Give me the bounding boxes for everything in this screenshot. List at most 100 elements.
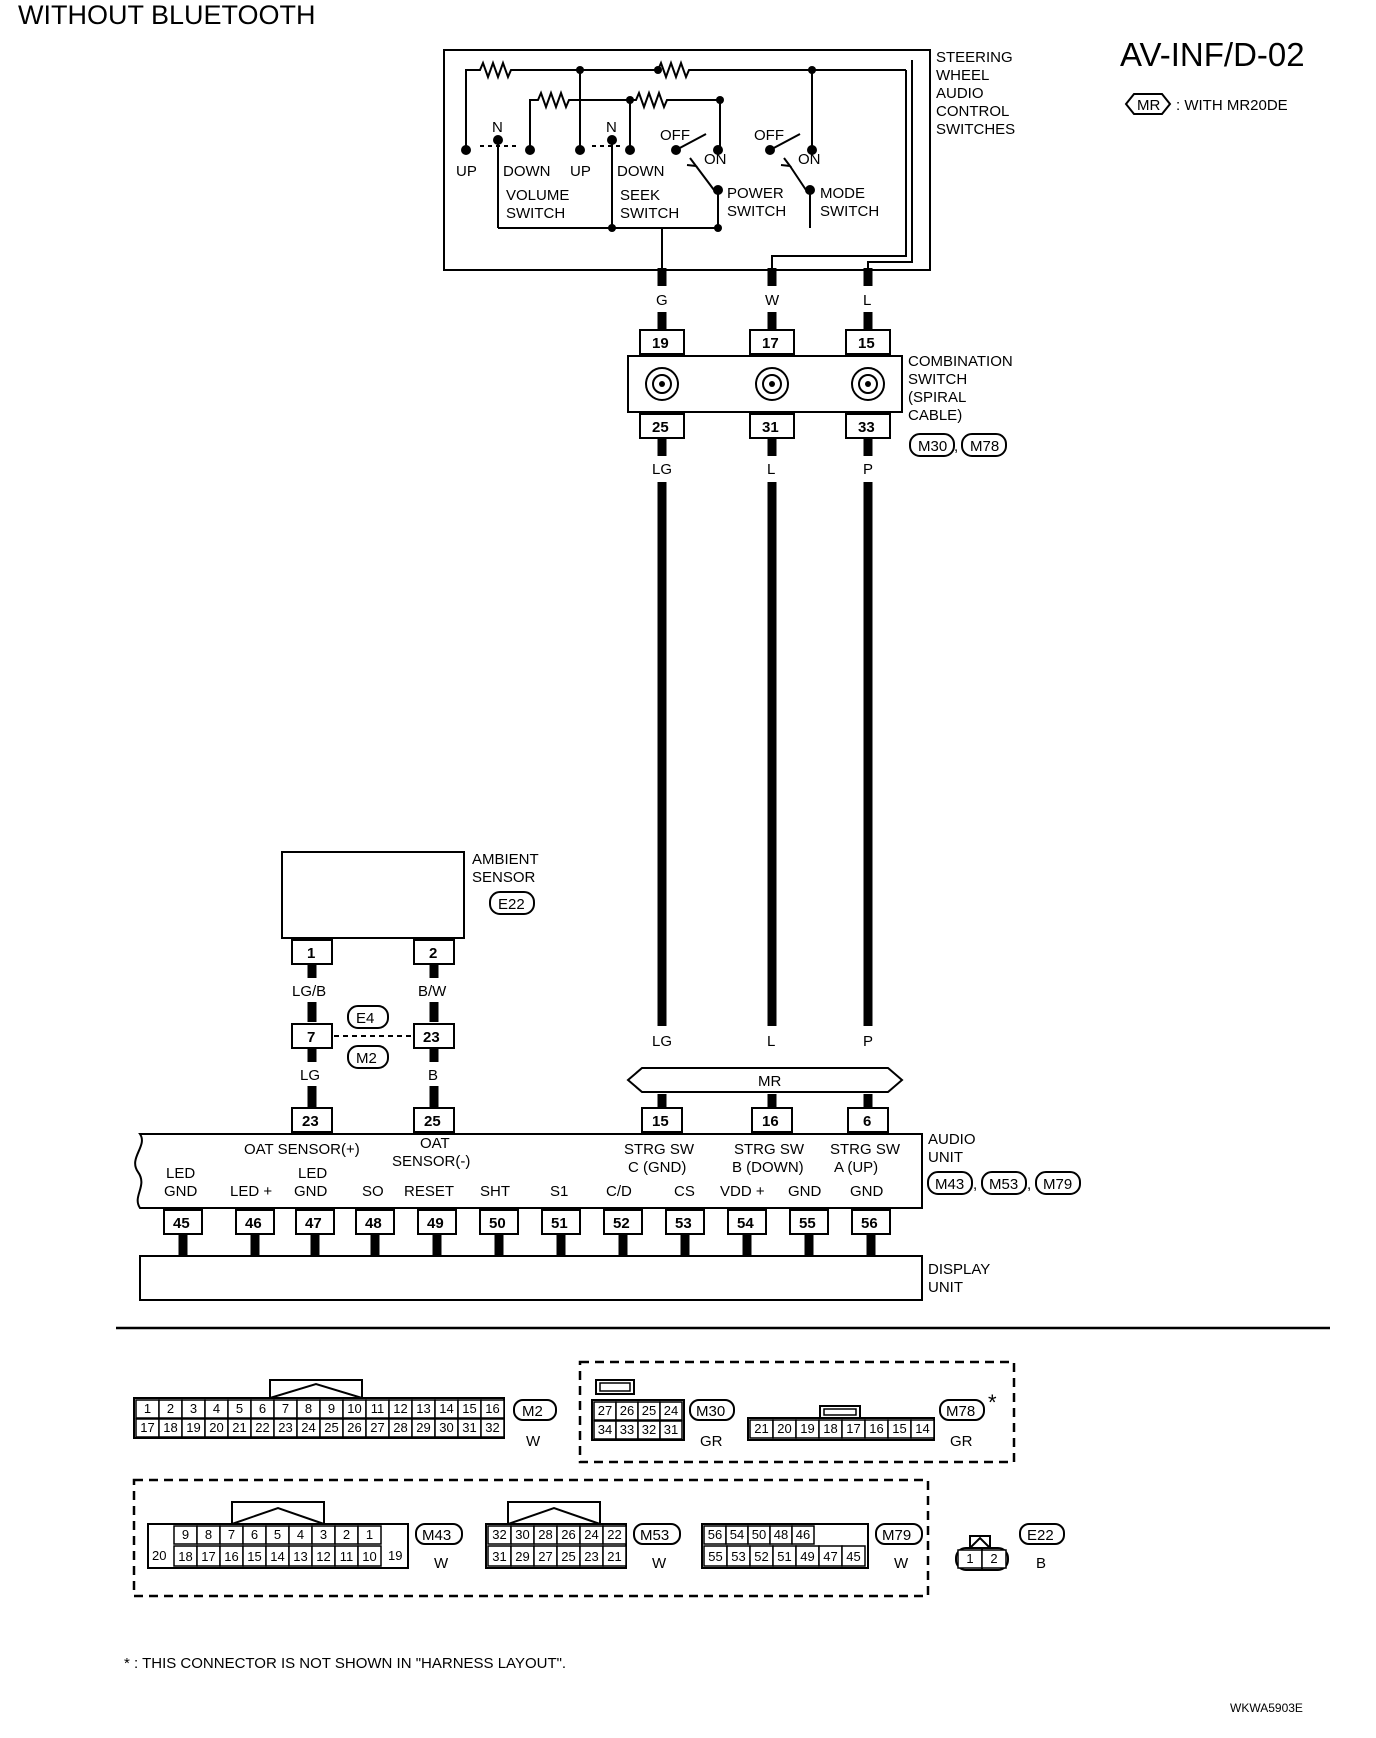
combo-pin-33: 33 bbox=[858, 419, 875, 436]
connector-pin-number: 49 bbox=[800, 1549, 814, 1564]
wire-label-p-mid: P bbox=[863, 461, 873, 478]
audio-unit-label-2: UNIT bbox=[928, 1149, 963, 1166]
connector-cavity bbox=[602, 1525, 627, 1545]
connector-pin-number: 22 bbox=[255, 1420, 269, 1435]
m30-color: GR bbox=[700, 1433, 723, 1450]
audio-pin-56: 56 bbox=[861, 1215, 878, 1232]
m2-id: M2 bbox=[522, 1403, 543, 1420]
steering-label-1: STEERING bbox=[936, 49, 1013, 66]
volume-label-up: UP bbox=[456, 163, 477, 180]
combo-pin-15: 15 bbox=[858, 335, 875, 352]
svg-text:M2: M2 bbox=[356, 1050, 377, 1067]
connector-pin-number: 23 bbox=[584, 1549, 598, 1564]
wire-label-w: W bbox=[765, 292, 780, 309]
audio-connector-m53: M53 bbox=[981, 1171, 1027, 1195]
svg-text:,: , bbox=[973, 1176, 977, 1193]
steering-to-combination-wires: G W L bbox=[656, 268, 873, 330]
connector-pin-number: 8 bbox=[305, 1401, 312, 1416]
connector-pin-number: 14 bbox=[915, 1421, 929, 1436]
m43-left-pin: 20 bbox=[152, 1548, 166, 1563]
dashed-group-m43-m53-m79 bbox=[132, 1478, 930, 1598]
connector-pin-number: 31 bbox=[492, 1549, 506, 1564]
connector-pin-number: 6 bbox=[251, 1527, 258, 1542]
audio-label-led-gnd-a-2: GND bbox=[164, 1183, 198, 1200]
svg-text:M78: M78 bbox=[970, 438, 999, 455]
ambient-wire-b: B bbox=[428, 1067, 438, 1084]
connector-pin-number: 26 bbox=[620, 1403, 634, 1418]
audio-connector-m43: M43 bbox=[927, 1171, 973, 1195]
connector-pin-number: 19 bbox=[800, 1421, 814, 1436]
dashed-group-m30-m78 bbox=[578, 1360, 1016, 1464]
connector-pin-number: 20 bbox=[777, 1421, 791, 1436]
connector-pin-number: 27 bbox=[538, 1549, 552, 1564]
connector-pin-number: 15 bbox=[462, 1401, 476, 1416]
connector-pin-number: 27 bbox=[370, 1420, 384, 1435]
audio-label-oat-plus: OAT SENSOR(+) bbox=[244, 1141, 360, 1158]
steering-label-4: CONTROL bbox=[936, 103, 1009, 120]
m43-right-pin: 19 bbox=[388, 1548, 402, 1563]
m43-id: M43 bbox=[422, 1527, 451, 1544]
ambient-connector-e22: E22 bbox=[489, 891, 535, 915]
connector-cavity bbox=[981, 1549, 1007, 1569]
connector-pin-number: 4 bbox=[213, 1401, 220, 1416]
connector-pin-number: 26 bbox=[561, 1527, 575, 1542]
display-unit-body bbox=[139, 1255, 923, 1301]
connector-pin-number: 14 bbox=[270, 1549, 284, 1564]
e22-id: E22 bbox=[1027, 1527, 1054, 1544]
legend-text: : WITH MR20DE bbox=[1176, 97, 1288, 114]
audio-pin-25: 25 bbox=[424, 1113, 441, 1130]
svg-text:M30: M30 bbox=[918, 438, 947, 455]
audio-pin-48: 48 bbox=[365, 1215, 382, 1232]
audio-pin-47: 47 bbox=[305, 1215, 322, 1232]
mode-label-off: OFF bbox=[754, 127, 784, 144]
connector-pin-number: 2 bbox=[343, 1527, 350, 1542]
svg-text:,: , bbox=[954, 438, 958, 455]
seek-switch-label-1: SEEK bbox=[620, 187, 660, 204]
joint-pin-7: 7 bbox=[307, 1029, 315, 1046]
steering-label-3: AUDIO bbox=[936, 85, 984, 102]
mr-option-bar bbox=[626, 1067, 904, 1093]
audio-pin-55: 55 bbox=[799, 1215, 816, 1232]
m53-color: W bbox=[652, 1555, 667, 1572]
display-unit-label-1: DISPLAY bbox=[928, 1261, 990, 1278]
connector-pin-number: 13 bbox=[293, 1549, 307, 1564]
connector-pin-number: 32 bbox=[492, 1527, 506, 1542]
ambient-wire-lg: LG bbox=[300, 1067, 320, 1084]
audio-pin-46: 46 bbox=[245, 1215, 262, 1232]
audio-label-led-plus: LED + bbox=[230, 1183, 272, 1200]
connector-pin-number: 15 bbox=[892, 1421, 906, 1436]
ambient-pin-1: 1 bbox=[307, 945, 315, 962]
connector-pin-number: 11 bbox=[371, 1401, 385, 1416]
connector-pin-number: 7 bbox=[228, 1527, 235, 1542]
connector-pin-number: 16 bbox=[485, 1401, 499, 1416]
display-unit: DISPLAY UNIT bbox=[139, 1255, 990, 1301]
connector-pin-number: 21 bbox=[754, 1421, 768, 1436]
connector-pin-number: 32 bbox=[485, 1420, 499, 1435]
combination-to-audio-wires: LG L P LG L P MR bbox=[626, 438, 904, 1108]
audio-label-led-gnd-b-2: GND bbox=[294, 1183, 328, 1200]
combination-switch-label-1: COMBINATION bbox=[908, 353, 1013, 370]
connector-pin-number: 26 bbox=[347, 1420, 361, 1435]
connector-pin-number: 9 bbox=[182, 1527, 189, 1542]
connector-pin-number: 14 bbox=[439, 1401, 453, 1416]
connector-pin-number: 23 bbox=[278, 1420, 292, 1435]
connector-pin-number: 27 bbox=[598, 1403, 612, 1418]
audio-label-sht: SHT bbox=[480, 1183, 510, 1200]
connector-pin-number: 33 bbox=[620, 1422, 634, 1437]
steering-switches: STEERING WHEEL AUDIO CONTROL SWITCHES UP… bbox=[443, 49, 1015, 271]
m79-id: M79 bbox=[882, 1527, 911, 1544]
audio-label-oat-minus-2: SENSOR(-) bbox=[392, 1153, 470, 1170]
connector-pin-number: 18 bbox=[823, 1421, 837, 1436]
volume-label-down: DOWN bbox=[503, 163, 551, 180]
connector-pin-number: 30 bbox=[515, 1527, 529, 1542]
combination-switch: 19 17 15 25 31 33 COMBINATION SWITCH (SP… bbox=[627, 329, 1013, 457]
connector-pin-number: 20 bbox=[209, 1420, 223, 1435]
steering-switches-box bbox=[443, 49, 931, 271]
m2-color: W bbox=[526, 1433, 541, 1450]
connector-cavity bbox=[841, 1545, 866, 1567]
combo-pin-17: 17 bbox=[762, 335, 779, 352]
wire-label-l-top: L bbox=[863, 292, 871, 309]
connector-cavity bbox=[357, 1525, 382, 1545]
